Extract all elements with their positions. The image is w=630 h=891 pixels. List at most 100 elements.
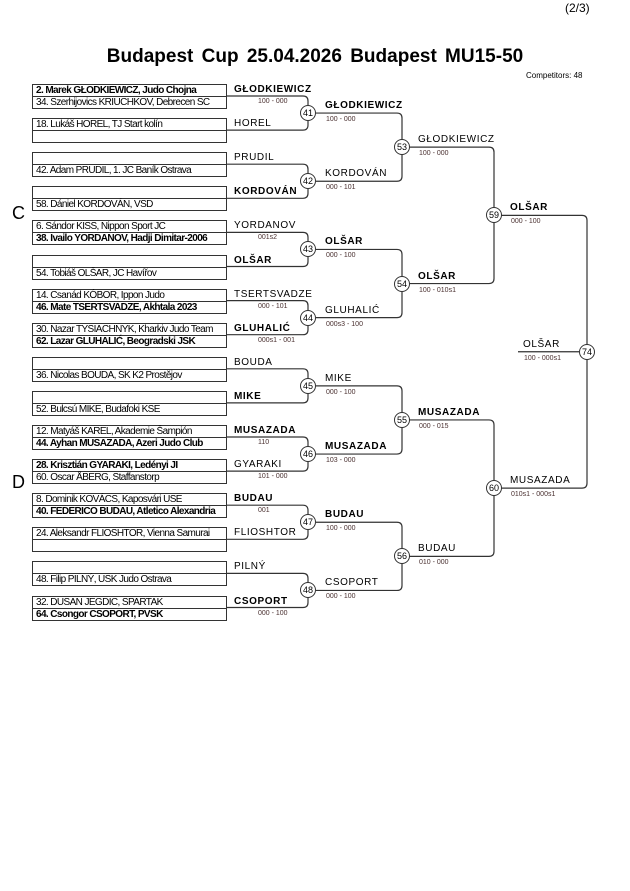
slot-winner-label: OLŠAR — [234, 254, 272, 266]
competitor-name: 40. FEDERICO BUDAU, Atletico Alexandria — [36, 506, 216, 518]
match-winner: OLŠAR — [325, 236, 363, 248]
slot-score: 000 - 101 — [258, 302, 288, 310]
slot-divider — [33, 573, 226, 575]
match-winner: OLŠAR — [510, 202, 548, 214]
slot-winner-label: PRUDIL — [234, 152, 275, 164]
match-score: 000 - 100 — [326, 593, 356, 601]
competitor-name: 6. Sándor KISS, Nippon Sport JC — [36, 221, 166, 233]
match-score: 000 - 100 — [326, 388, 356, 396]
competitor-name: 52. Bulcsú MIKE, Budafoki KSE — [36, 403, 160, 415]
match-number: 45 — [300, 377, 316, 394]
match-score: 100 - 000 — [326, 525, 356, 533]
page-title: Budapest Cup 25.04.2026 Budapest MU15-50 — [106, 46, 524, 67]
final-winner: OLŠAR — [523, 338, 560, 350]
match-score: 100 - 000 — [419, 150, 449, 158]
match-winner: GLUHALIĆ — [325, 304, 380, 316]
competitor-name: 64. Csongor CSOPORT, PVSK — [36, 608, 163, 620]
slot-divider — [33, 198, 226, 200]
competitor-name: 36. Nicolas BOUDA, SK K2 Prostějov — [36, 369, 182, 381]
competitor-name: 34. Szerhijovics KRIUCHKOV, Debrecen SC — [36, 97, 210, 108]
match-score: 100 - 010s1 — [419, 286, 456, 294]
slot-divider — [33, 607, 226, 609]
match-number: 54 — [394, 275, 410, 292]
slot-divider — [33, 471, 226, 473]
competitor-slot: 24. Aleksandr FLIOSHTOR, Vienna Samurai — [32, 527, 227, 553]
competitor-name: 2. Marek GŁODKIEWICZ, Judo Chojna — [36, 85, 197, 96]
match-number: 41 — [300, 105, 316, 122]
match-winner: MUSAZADA — [325, 441, 388, 453]
competitor-slot: 42. Adam PRUDIL, 1. JC Baník Ostrava — [32, 152, 227, 178]
match-score: 000 - 100 — [511, 218, 541, 226]
match-score: 000 - 015 — [419, 422, 449, 430]
slot-divider — [33, 437, 226, 438]
competitor-name: 24. Aleksandr FLIOSHTOR, Vienna Samurai — [36, 528, 210, 540]
match-winner: BUDAU — [325, 509, 365, 521]
competitor-name: 14. Csanád KÓBOR, Ippon Judo — [36, 289, 165, 301]
match-winner: BUDAU — [418, 543, 457, 555]
slot-score: 000s1 - 001 — [258, 336, 295, 344]
slot-winner-label: BUDAU — [234, 493, 274, 505]
match-number: 53 — [394, 139, 410, 156]
match-number: 42 — [300, 173, 316, 190]
competitor-name: 32. DUSAN JEGDIC, SPARTAK — [36, 596, 163, 608]
match-score: 000s3 - 100 — [326, 320, 363, 328]
match-winner: CSOPORT — [325, 577, 379, 589]
page-number: (2/3) — [565, 1, 590, 15]
slot-score: 001 — [258, 507, 270, 515]
competitor-name: 42. Adam PRUDIL, 1. JC Baník Ostrava — [36, 165, 192, 177]
slot-divider — [33, 300, 226, 302]
slot-score: 001s2 — [258, 234, 278, 242]
competitor-slot: 52. Bulcsú MIKE, Budafoki KSE — [32, 390, 227, 416]
match-winner: MIKE — [325, 372, 352, 384]
match-score: 103 - 000 — [326, 457, 356, 465]
competitor-name: 8. Dominik KOVÁCS, Kaposvári USE — [36, 494, 182, 506]
competitor-name: 44. Ayhan MUSAZADA, Azeri Judo Club — [36, 438, 203, 449]
match-number: 47 — [300, 514, 316, 531]
slot-winner-label: MIKE — [234, 390, 262, 402]
slot-winner-label: CSOPORT — [234, 595, 288, 607]
slot-winner-label: GYARAKI — [234, 459, 282, 471]
slot-score: 000 - 100 — [258, 609, 288, 617]
slot-winner-label: MUSAZADA — [234, 425, 297, 436]
competitor-name: 60. Oscar ÅBERG, Staffanstorp — [36, 472, 160, 484]
match-winner: MUSAZADA — [418, 406, 481, 418]
competitor-name: 46. Mate TSERTSVADZE, Akhtala 2023 — [36, 301, 197, 313]
match-winner: KORDOVÁN — [325, 168, 388, 180]
slot-divider — [33, 130, 226, 132]
competitor-name: 38. Ivailo YORDANOV, Hadji Dimitar-2006 — [36, 233, 208, 245]
competitor-name: 18. Lukáš HOREL, TJ Start kolín — [36, 119, 163, 131]
competitors-count: Competitors: 48 — [526, 71, 583, 80]
slot-winner-label: HOREL — [234, 118, 272, 130]
slot-score: 100 - 000 — [258, 98, 288, 105]
match-number: 46 — [300, 446, 316, 463]
final-score: 100 - 000s1 — [524, 354, 561, 362]
match-score: 000 - 101 — [326, 184, 356, 192]
slot-divider — [33, 334, 226, 336]
match-number: 48 — [300, 582, 316, 599]
slot-divider — [33, 402, 226, 404]
match-number: 59 — [486, 207, 502, 224]
slot-divider — [33, 539, 226, 541]
competitor-name: 58. Dániel KORDOVÁN, VSD — [36, 199, 153, 211]
competitor-name: 48. Filip PILNÝ, USK Judo Ostrava — [36, 574, 172, 586]
slot-divider — [33, 96, 226, 97]
slot-winner-label: BOUDA — [234, 356, 273, 368]
slot-winner-label: FLIOSHTOR — [234, 527, 297, 539]
competitor-name: 30. Nazar TYSIACHNYK, Kharkiv Judo Team — [36, 323, 213, 335]
slot-winner-label: PILNÝ — [234, 561, 266, 573]
match-winner: GŁODKIEWICZ — [418, 134, 495, 146]
competitor-name: 12. Matyáš KAREL, Akademie Šampión — [36, 426, 192, 437]
match-number: 44 — [300, 309, 316, 326]
bracket-connector — [409, 146, 495, 285]
slot-score: 101 - 000 — [258, 473, 288, 481]
competitor-slot: 48. Filip PILNÝ, USK Judo Ostrava — [32, 561, 227, 587]
bracket-connector — [409, 419, 495, 557]
slot-winner-label: GLUHALIĆ — [234, 322, 291, 334]
pool-label-d: D — [12, 472, 25, 492]
